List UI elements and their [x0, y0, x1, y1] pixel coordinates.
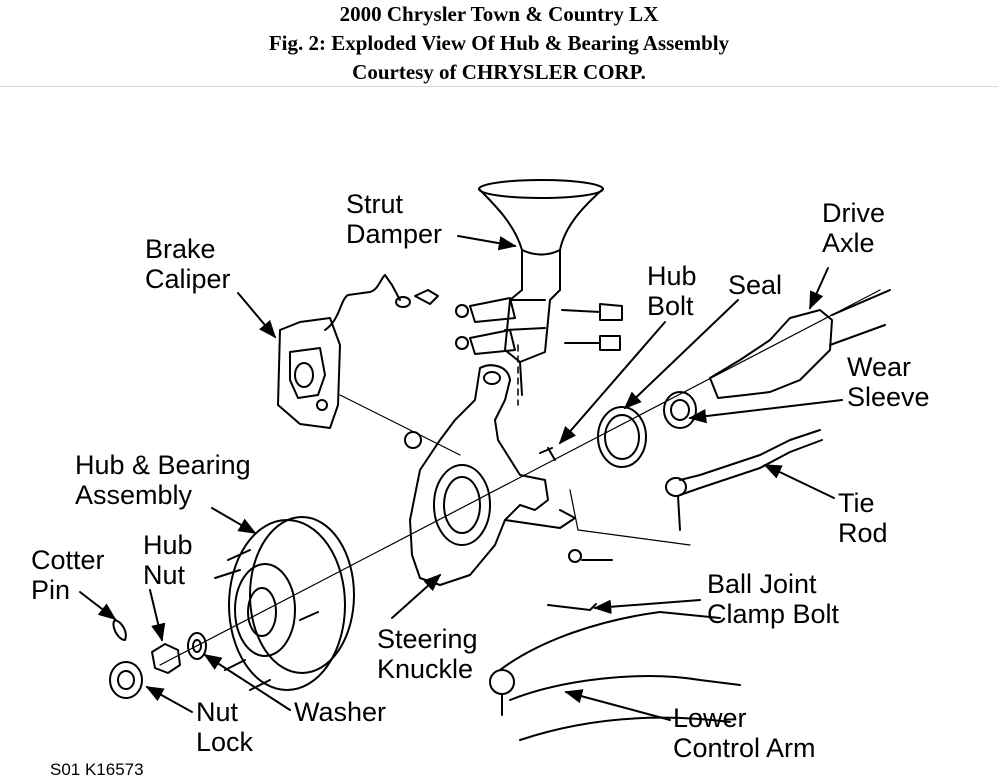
hub-bearing-part: [214, 516, 355, 691]
page-header: 2000 Chrysler Town & Country LX Fig. 2: …: [0, 0, 998, 87]
label-lower-control-arm: Lower Control Arm: [673, 703, 816, 763]
brake-caliper-part: [277, 274, 439, 429]
vehicle-title: 2000 Chrysler Town & Country LX: [339, 2, 659, 26]
caliper-axis: [339, 394, 461, 456]
label-strut-damper: Strut Damper: [346, 189, 443, 249]
small-hardware: [109, 619, 207, 699]
label-drive-axle: Drive Axle: [822, 198, 886, 258]
label-hub-nut: Hub Nut: [143, 530, 193, 590]
label-steering-knuckle: Steering Knuckle: [377, 624, 478, 684]
label-washer: Washer: [294, 697, 387, 727]
label-tie-rod: Tie Rod: [838, 488, 888, 548]
label-brake-caliper: Brake Caliper: [145, 234, 231, 294]
assembly-axis: [159, 289, 881, 666]
tie-rod-axis: [569, 489, 691, 546]
strut-damper-part: [455, 179, 623, 396]
diagram-drawing: [79, 179, 891, 741]
figure-code: S01 K16573: [50, 760, 144, 779]
label-nut-lock: Nut Lock: [196, 697, 254, 757]
courtesy-line: Courtesy of CHRYSLER CORP.: [352, 60, 646, 84]
exploded-diagram: Strut Damper Drive Axle Brake Caliper Hu…: [0, 86, 998, 779]
label-hub-bolt: Hub Bolt: [647, 261, 697, 321]
label-cotter-pin: Cotter Pin: [31, 545, 105, 605]
figure-title: Fig. 2: Exploded View Of Hub & Bearing A…: [268, 31, 730, 55]
steering-knuckle-part: [404, 364, 576, 586]
label-ball-joint-clamp-bolt: Ball Joint Clamp Bolt: [707, 569, 840, 629]
label-seal: Seal: [728, 270, 783, 300]
label-wear-sleeve: Wear Sleeve: [847, 352, 930, 412]
label-hub-bearing-assembly: Hub & Bearing Assembly: [75, 450, 251, 510]
leader-arrows: [79, 235, 843, 721]
